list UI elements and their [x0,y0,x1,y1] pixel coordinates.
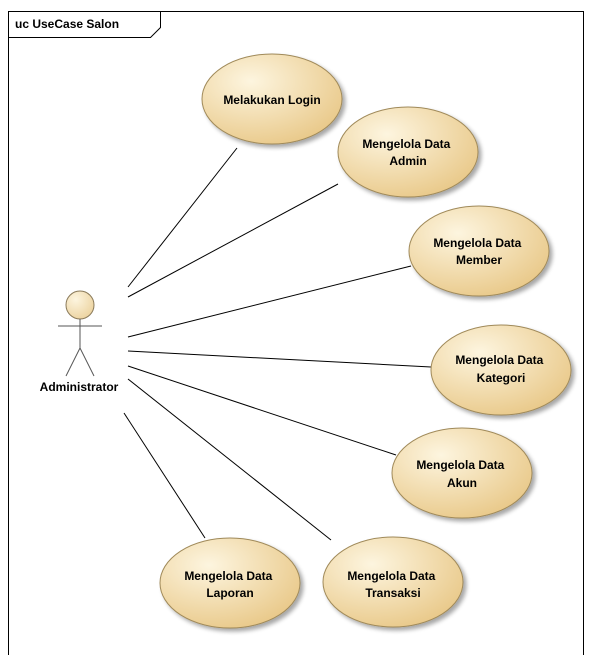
usecase-label: Mengelola Data Kategori [455,353,546,385]
frame-border [8,11,584,655]
usecase-ellipse [201,53,343,145]
usecase-label-line-1: Mengelola Data [362,137,450,151]
usecase-ellipse [408,205,550,297]
usecase-laporan[interactable]: Mengelola Data Laporan [159,537,301,629]
usecase-label-line-1: Mengelola Data [184,569,272,583]
actor-label: Administrator [40,380,119,394]
usecase-label-line-1: Mengelola Data [433,236,521,250]
usecase-label: Mengelola Data Transaksi [347,569,438,600]
usecase-ellipse [322,536,464,628]
association-transaksi [127,378,332,541]
usecase-label-line-1: Mengelola Data [455,353,543,367]
usecase-label-line-2: Member [456,253,502,267]
frame-title-tab [8,11,161,38]
frame-title: uc UseCase Salon [15,17,119,31]
actor-leg-right [79,347,95,377]
association-admin [127,183,339,298]
association-akun [127,365,397,456]
association-laporan [123,412,206,539]
usecase-label: Mengelola Data Akun [416,458,507,490]
usecase-kategori[interactable]: Mengelola Data Kategori [430,324,572,416]
usecase-ellipse [430,324,572,416]
actor-leg-left [65,347,81,377]
usecase-admin[interactable]: Mengelola Data Admin [337,106,479,198]
usecase-member[interactable]: Mengelola Data Member [408,205,550,297]
associations [123,147,432,541]
usecase-transaksi[interactable]: Mengelola Data Transaksi [322,536,464,628]
association-kategori [127,350,432,368]
usecase-login[interactable]: Melakukan Login [201,53,343,145]
usecase-label: Mengelola Data Admin [362,137,453,168]
actor-administrator[interactable]: Administrator [40,290,119,394]
usecase-ellipse [337,106,479,198]
usecase-ellipse [159,537,301,629]
usecase-label: Mengelola Data Laporan [184,569,275,600]
association-login [127,147,238,288]
usecase-label: Melakukan Login [223,93,320,107]
association-member [127,265,412,338]
usecase-label-line-2: Laporan [206,586,253,600]
usecase-ellipse [391,427,533,519]
diagram-frame: uc UseCase Salon [8,11,584,655]
usecase-label-line-2: Admin [389,154,426,168]
usecase-akun[interactable]: Mengelola Data Akun [391,427,533,519]
usecase-label-line-2: Transaksi [365,586,420,600]
usecase-label-line-2: Akun [447,476,477,490]
actor-head [65,290,95,320]
usecase-label-line-2: Kategori [477,371,526,385]
usecase-label: Mengelola Data Member [433,236,524,267]
usecase-label-line-1: Mengelola Data [416,458,504,472]
usecase-label-line-1: Melakukan Login [223,93,320,107]
usecase-label-line-1: Mengelola Data [347,569,435,583]
